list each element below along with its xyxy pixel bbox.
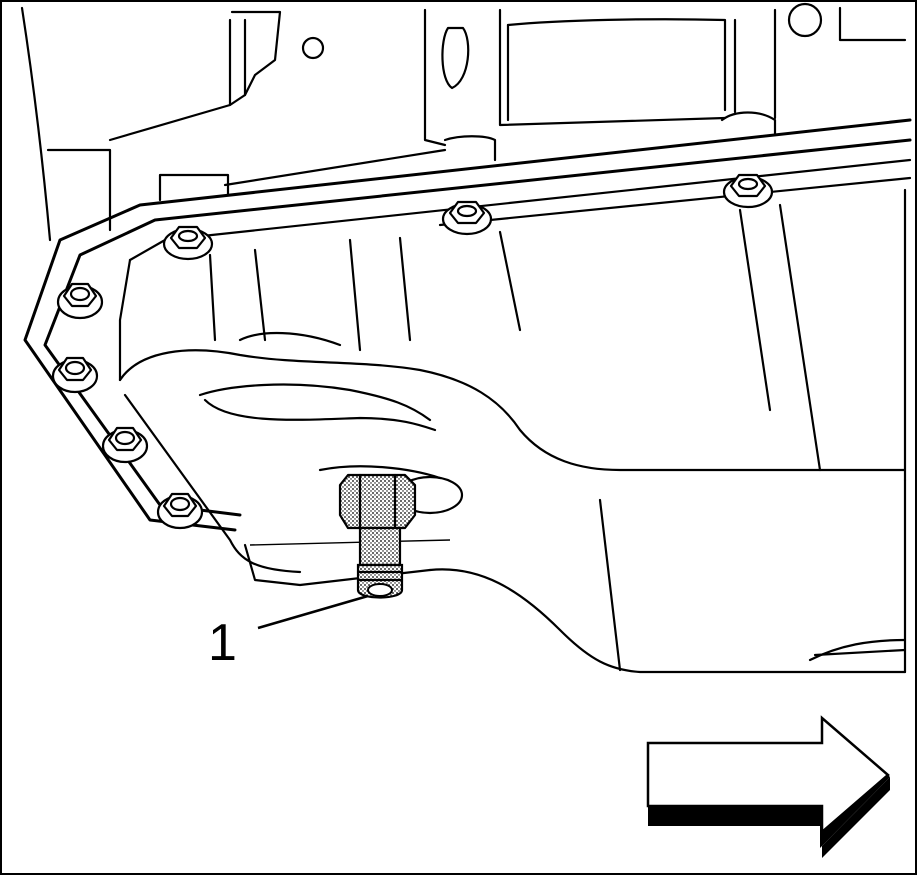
right-arrow-icon: [646, 715, 890, 858]
callout-1: 1: [208, 594, 369, 672]
bolt-icon: [51, 356, 99, 394]
drain-plug: [338, 473, 417, 599]
bolt-icon: [156, 492, 204, 530]
bolt-icon: [56, 282, 104, 320]
oil-pan-body: [118, 188, 907, 674]
bolt-icon: [722, 173, 774, 209]
engine-block: [20, 2, 907, 242]
bolt-icon: [441, 200, 493, 236]
flange-bolts: [51, 173, 774, 530]
callout-leader-line: [257, 594, 369, 630]
oil-pan-flange: [23, 118, 912, 532]
callout-label: 1: [208, 614, 237, 672]
bolt-icon: [162, 225, 214, 261]
bolt-icon: [101, 426, 149, 464]
